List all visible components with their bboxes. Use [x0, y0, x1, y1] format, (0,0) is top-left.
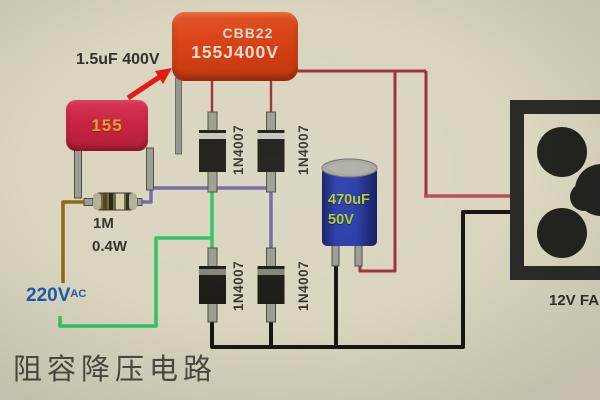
- diode-top-left: [199, 111, 226, 193]
- resistor-body: [83, 192, 143, 211]
- fan-body: [510, 100, 600, 280]
- electrolytic-capacity-label: 470uF: [328, 192, 370, 208]
- diode-label-bottom-right: 1N4007: [296, 260, 311, 312]
- diode-label-top-right: 1N4007: [296, 124, 311, 176]
- fan-label: 12V FAN: [549, 292, 600, 309]
- film-cap-lead-left: [74, 147, 82, 199]
- circuit-title: 阻容降压电路: [13, 352, 218, 386]
- diode-bottom-right: [257, 247, 285, 323]
- electrolytic-voltage-label: 50V: [328, 212, 354, 228]
- arrow-icon: [126, 68, 172, 101]
- ac-source-label: 220VAC: [26, 285, 86, 307]
- wire-dc-negative-black: [210, 210, 512, 349]
- diode-label-bottom-left: 1N4007: [231, 260, 246, 312]
- annotation-label: 1.5uF 400V: [76, 51, 160, 68]
- film-cap-lead-right: [146, 147, 154, 191]
- wire-live-brown: [61, 200, 93, 283]
- ac-voltage: 220V: [26, 285, 71, 306]
- resistor-power-label: 0.4W: [92, 238, 128, 255]
- diode-top-right: [257, 111, 285, 193]
- electrolytic-capacitor-body: [321, 158, 378, 267]
- film-capacitor-code: 155: [91, 115, 123, 135]
- wire-neutral-green: [58, 189, 214, 328]
- photo-cap-lead: [175, 77, 182, 155]
- photo-capacitor-value: 155J400V: [191, 42, 279, 62]
- photo-capacitor: CBB22 155J400V: [172, 12, 298, 81]
- resistor-value-label: 1M: [93, 215, 114, 232]
- ac-unit: AC: [70, 288, 87, 300]
- film-capacitor: 155: [66, 100, 148, 151]
- diode-bottom-left: [199, 247, 226, 323]
- photo-capacitor-series: CBB22: [222, 25, 274, 41]
- diode-label-top-left: 1N4007: [231, 124, 246, 176]
